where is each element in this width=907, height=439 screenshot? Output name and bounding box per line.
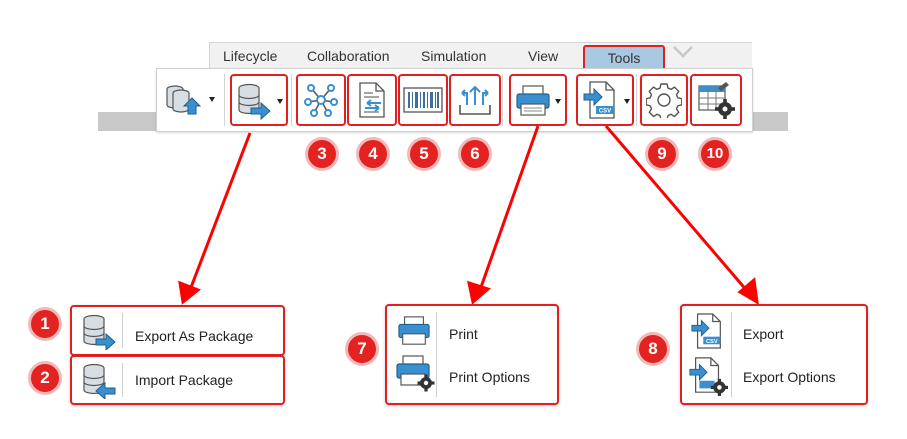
- export-as-package-label: Export As Package: [135, 328, 254, 344]
- print-menu-item[interactable]: Print: [449, 326, 478, 342]
- network-icon: [304, 84, 338, 117]
- dropdown-arrow-icon[interactable]: [555, 99, 561, 104]
- toolbar-separator: [224, 74, 225, 126]
- csv-export-icon: CSV: [583, 81, 615, 119]
- csv-export-icon: CSV: [691, 313, 721, 349]
- toolbar-separator: [291, 74, 292, 126]
- menu-separator: [122, 313, 123, 348]
- tab-simulation[interactable]: Simulation: [421, 48, 487, 64]
- barcode-button[interactable]: [398, 74, 448, 126]
- dropdown-arrow-icon[interactable]: [624, 99, 630, 104]
- table-settings-icon: [698, 82, 735, 119]
- tab-view[interactable]: View: [528, 48, 559, 64]
- barcode-icon: [403, 87, 443, 113]
- menu-separator: [122, 363, 123, 397]
- dropdown-arrow-icon[interactable]: [209, 97, 215, 102]
- database-export-button[interactable]: [230, 74, 288, 126]
- badge-5: 5: [407, 137, 441, 171]
- settings-button[interactable]: [640, 74, 688, 126]
- tab-collaboration[interactable]: Collaboration: [307, 48, 390, 64]
- toolbar-separator: [636, 74, 637, 126]
- menu-separator: [436, 312, 437, 397]
- badge-9: 9: [645, 137, 679, 171]
- database-upload-button[interactable]: [160, 74, 220, 126]
- database-export-icon: [238, 83, 271, 120]
- import-package-label: Import Package: [135, 372, 234, 388]
- gear-icon: [646, 83, 682, 118]
- badge-7: 7: [345, 332, 379, 366]
- ribbon-tab-strip: Lifecycle Collaboration Simulation View …: [209, 42, 752, 73]
- tab-lifecycle[interactable]: Lifecycle: [223, 48, 278, 64]
- csv-export-settings-icon: [689, 357, 728, 396]
- printer-settings-icon: [396, 355, 435, 392]
- menu-separator: [731, 312, 732, 397]
- database-import-icon: [83, 363, 116, 399]
- badge-3: 3: [305, 137, 339, 171]
- import-package-item[interactable]: Import Package: [70, 355, 285, 405]
- document-compare-icon: [359, 82, 385, 118]
- badge-6: 6: [458, 137, 492, 171]
- svg-text:CSV: CSV: [599, 109, 611, 115]
- tab-tools[interactable]: Tools: [583, 45, 665, 71]
- printer-icon: [398, 316, 430, 345]
- printer-icon: [516, 85, 550, 116]
- toolbar-separator: [502, 74, 503, 126]
- print-menu: Print Print Options: [385, 304, 559, 405]
- database-export-icon: [83, 314, 116, 350]
- print-options-menu-item[interactable]: Print Options: [449, 369, 530, 385]
- export-options-menu-item[interactable]: Export Options: [743, 369, 836, 385]
- badge-8: 8: [636, 332, 670, 366]
- badge-2: 2: [28, 361, 62, 395]
- svg-text:CSV: CSV: [706, 339, 718, 345]
- export-menu: CSV Export Export Options: [680, 304, 868, 405]
- table-settings-button[interactable]: [690, 74, 742, 126]
- print-button[interactable]: [509, 74, 567, 126]
- csv-export-button[interactable]: CSV: [576, 74, 634, 126]
- upload-tray-button[interactable]: [449, 74, 501, 126]
- dropdown-arrow-icon[interactable]: [277, 99, 283, 104]
- badge-4: 4: [356, 137, 390, 171]
- badge-1: 1: [28, 307, 62, 341]
- export-menu-item[interactable]: Export: [743, 326, 784, 342]
- database-upload-icon: [166, 85, 202, 115]
- document-compare-button[interactable]: [347, 74, 397, 126]
- upload-tray-icon: [459, 85, 491, 115]
- badge-10: 10: [698, 137, 732, 171]
- network-button[interactable]: [296, 74, 346, 126]
- export-as-package-item[interactable]: Export As Package: [70, 305, 285, 356]
- chevron-down-icon[interactable]: [672, 44, 694, 60]
